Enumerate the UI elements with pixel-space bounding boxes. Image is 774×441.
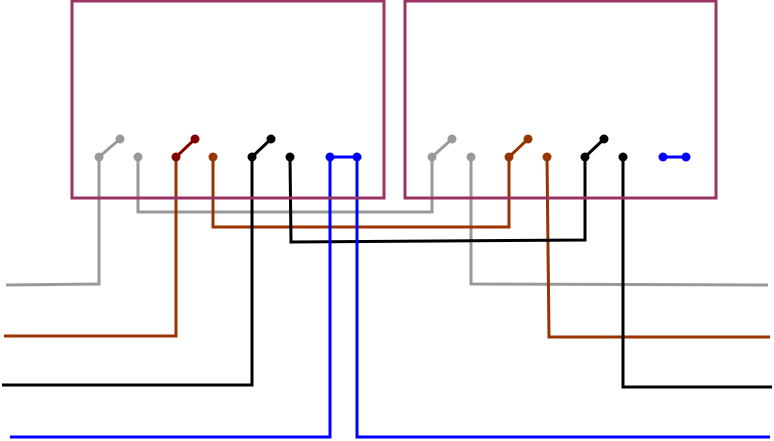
switch-black-left: [247, 134, 295, 162]
switch-arm-tip: [190, 134, 200, 144]
switch-arm-tip: [447, 134, 457, 144]
wire-black-left-out: [2, 157, 254, 387]
wire-brown-link: [211, 157, 511, 229]
wire-blue-right-out: [355, 157, 770, 439]
left-device-box: [70, 0, 386, 200]
jumper-blue-right: [658, 152, 691, 162]
switch-contact: [208, 152, 218, 162]
wire-gray-left-out: [5, 157, 101, 287]
wire-brown-right-out: [545, 156, 770, 339]
wire-gray-right-out: [469, 157, 769, 287]
switch-gray-left: [94, 134, 143, 162]
jumper-terminal: [325, 152, 335, 162]
wire-black-right-out: [621, 157, 772, 389]
switch-arm-tip: [266, 134, 276, 144]
switch-pivot: [94, 152, 104, 162]
switch-pivot: [171, 152, 181, 162]
switches: [94, 134, 691, 162]
switch-brown-left: [171, 134, 218, 162]
wire-brown-left-out: [4, 157, 178, 338]
jumper-blue-left: [325, 152, 362, 162]
switch-arm-tip: [115, 134, 125, 144]
switch-black-right: [580, 134, 628, 162]
switch-contact: [618, 152, 628, 162]
jumper-terminal: [352, 152, 362, 162]
switch-contact: [133, 152, 143, 162]
switch-arm-tip: [523, 134, 533, 144]
switch-pivot: [427, 152, 437, 162]
jumper-terminal: [658, 152, 668, 162]
wire-blue-left-out: [10, 157, 332, 439]
device-boxes: [70, 0, 718, 200]
switch-contact: [466, 152, 476, 162]
switch-contact: [542, 152, 552, 162]
switch-pivot: [504, 152, 514, 162]
switch-arm: [98, 137, 121, 159]
wire-gray-link: [136, 157, 434, 214]
switch-pivot: [247, 152, 257, 162]
switch-brown-right: [504, 134, 552, 162]
switch-arm-tip: [599, 134, 609, 144]
switch-pivot: [580, 152, 590, 162]
jumper-terminal: [681, 152, 691, 162]
right-device-box: [403, 0, 718, 200]
switch-gray-right: [427, 134, 476, 162]
switch-contact: [285, 152, 295, 162]
